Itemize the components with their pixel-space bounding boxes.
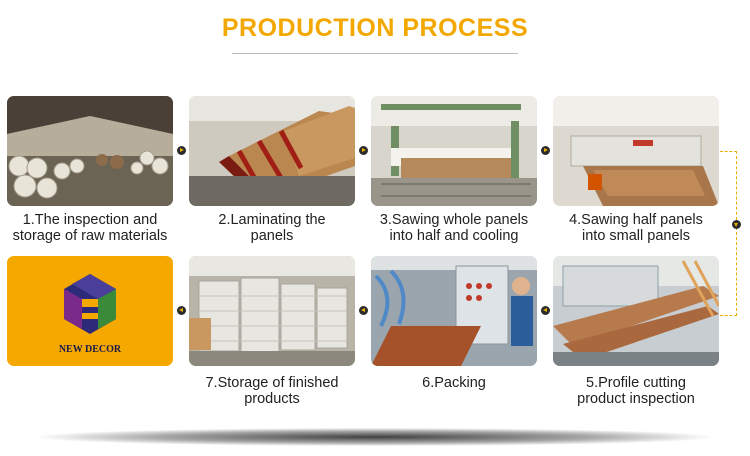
arrow-right-icon [177,146,186,155]
photo-raw-materials [7,96,173,206]
photo-profile-cutting [553,256,719,366]
caption-line: products [244,391,300,407]
caption-line: 3.Sawing whole panels [379,212,529,228]
caption-line: panels [250,228,294,244]
arrow-right-icon [359,146,368,155]
flow-connector [720,151,737,316]
photo-sawing-whole [371,96,537,206]
arrow-left-icon [541,306,550,315]
caption-line: 6.Packing [422,375,486,391]
arrow-left-icon [177,306,186,315]
caption-line: 5.Profile cutting [586,375,686,391]
caption-line: product inspection [577,391,695,407]
photo-packing [371,256,537,366]
logo-card: NEW DECOR [7,256,173,366]
caption-line: into half and cooling [389,228,519,244]
step-caption-6: 6.Packing [359,375,549,391]
photo-laminating [189,96,355,206]
caption-line: 7.Storage of finished [205,375,339,391]
logo-wordmark: NEW DECOR [59,344,122,355]
arrow-left-icon [359,306,368,315]
photo-sawing-half [553,96,719,206]
caption-line: into small panels [582,228,690,244]
title-underline [232,53,518,54]
step-caption-7: 7.Storage of finished products [177,375,367,407]
caption-line: 4.Sawing half panels [569,212,703,228]
photo-storage-finished [189,256,355,366]
step-caption-4: 4.Sawing half panels into small panels [541,212,731,244]
arrow-right-icon [541,146,550,155]
caption-line: 2.Laminating the [218,212,326,228]
step-caption-3: 3.Sawing whole panels into half and cool… [359,212,549,244]
step-caption-5: 5.Profile cutting product inspection [541,375,731,407]
arrow-down-icon [732,220,741,229]
page-title: PRODUCTION PROCESS [221,14,529,42]
bottom-shadow [40,428,710,446]
step-caption-2: 2.Laminating the panels [177,212,367,244]
caption-line: 1.The inspection and [22,212,158,228]
caption-line: storage of raw materials [12,228,168,244]
step-caption-1: 1.The inspection and storage of raw mate… [0,212,185,244]
